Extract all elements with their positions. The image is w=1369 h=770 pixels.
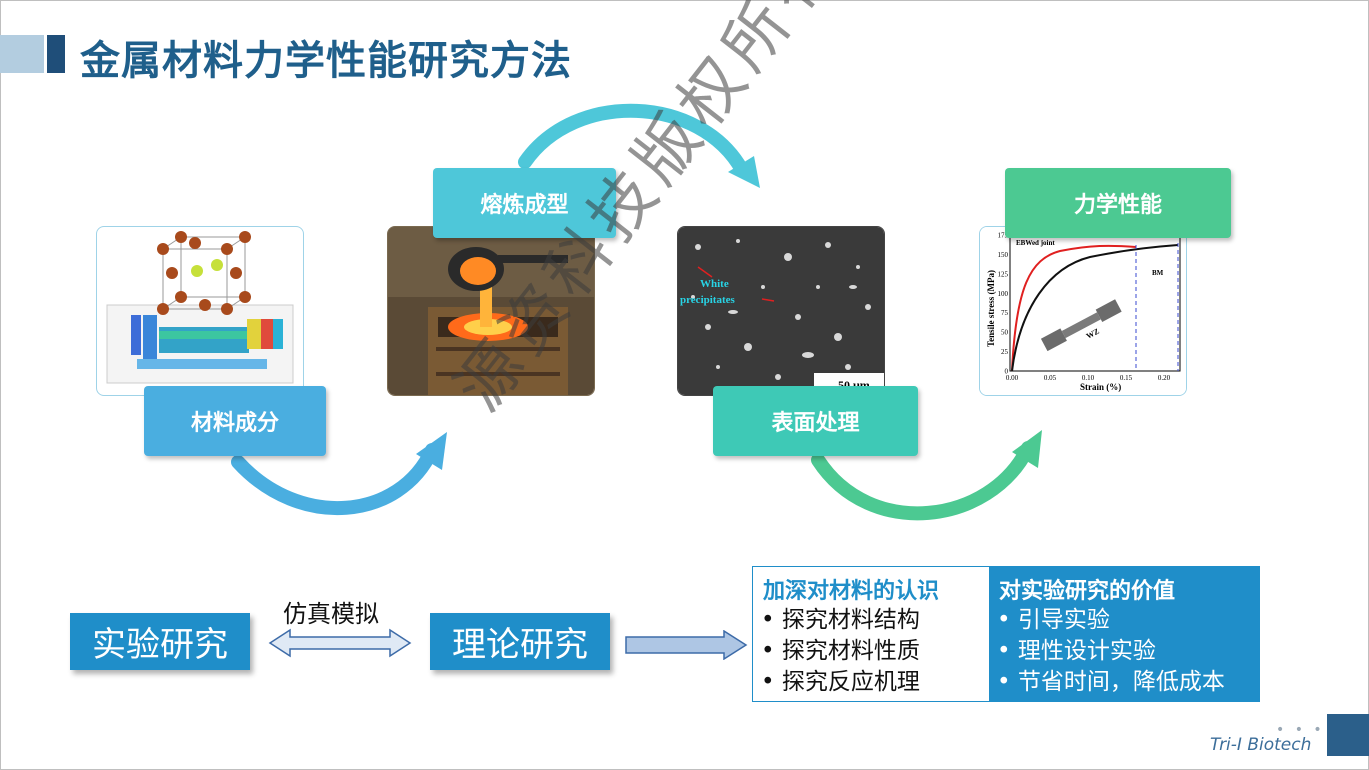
info-right-heading: 对实验研究的价值 (999, 579, 1176, 604)
info-right-list: • 引导实验 • 理性设计实验 • 节省时间，降低成本 (997, 605, 1225, 698)
y-tick-label: 75 (1001, 309, 1009, 317)
list-item: • 探究材料性质 (761, 638, 920, 664)
info-left-heading: 加深对材料的认识 (763, 579, 940, 604)
x-tick-label: 0.20 (1158, 374, 1171, 382)
info-right-panel: 对实验研究的价值 • 引导实验 • 理性设计实验 • 节省时间，降低成本 (989, 567, 1259, 701)
chart-y-ticks: 0 25 50 75 100 125 150 175 (998, 232, 1009, 376)
page-title: 金属材料力学性能研究方法 (80, 38, 572, 84)
info-left-list: • 探究材料结构 • 探究材料性质 • 探究反应机理 (761, 605, 920, 698)
legend-weld: EBWed joint (1016, 239, 1055, 247)
right-arrow-icon (625, 630, 748, 660)
weld-curve (1011, 244, 1137, 372)
simulation-label: 仿真模拟 (283, 600, 379, 628)
stage-label-composition: 材料成分 (144, 386, 326, 456)
specimen-image (1040, 299, 1122, 352)
base-metal-curve (1011, 244, 1179, 372)
info-left-panel: 加深对材料的认识 • 探究材料结构 • 探究材料性质 • 探究反应机理 (753, 567, 989, 701)
stage-label-surface: 表面处理 (713, 386, 918, 456)
corner-decoration (1327, 714, 1369, 756)
experiment-research-box: 实验研究 (70, 613, 250, 670)
title-accent-bar-light (0, 35, 44, 73)
chart-x-ticks: 0.00 0.05 0.10 0.15 0.20 (1006, 374, 1171, 382)
x-tick-label: 0.05 (1044, 374, 1057, 382)
stress-strain-image-card: Tensile stress (MPa) Strain (%) 0 25 50 75 1… (979, 226, 1187, 396)
brand-name: Tri-I Biotech (1210, 735, 1312, 755)
stress-strain-chart-image: Tensile stress (MPa) Strain (%) 0 25 50 75 1… (980, 227, 1186, 395)
legend-base: BM (1152, 269, 1164, 277)
list-item: • 探究反应机理 (761, 669, 920, 695)
title-accent-bar-dark (47, 35, 65, 73)
chart-ylabel: Tensile stress (MPa) (986, 270, 996, 347)
micrograph-annotation-line2: precipitates (680, 294, 736, 306)
list-item: • 探究材料结构 (761, 607, 920, 633)
list-item: • 节省时间，降低成本 (997, 669, 1225, 695)
chart-xlabel: Strain (%) (1080, 382, 1121, 392)
y-tick-label: 25 (1001, 348, 1009, 356)
double-arrow-icon (268, 628, 412, 658)
y-tick-label: 100 (998, 290, 1009, 298)
stage-label-casting: 熔炼成型 (433, 168, 616, 238)
theory-research-box: 理论研究 (430, 613, 610, 670)
molten-metal-casting-image (388, 227, 594, 395)
x-tick-label: 0.00 (1006, 374, 1019, 382)
casting-image-card (387, 226, 595, 396)
more-dots-icon: • • • (1276, 722, 1325, 738)
composition-image-card (96, 226, 304, 396)
sem-micrograph-image: White precipitates 50 μm (678, 227, 884, 395)
periodic-table-crystal-image (106, 231, 294, 384)
list-item: • 引导实验 (997, 607, 1110, 633)
x-tick-label: 0.10 (1082, 374, 1095, 382)
y-tick-label: 150 (998, 251, 1009, 259)
y-tick-label: 175 (998, 232, 1009, 240)
sem-image-card: White precipitates 50 μm (677, 226, 885, 396)
stage-label-mechanical: 力学性能 (1005, 168, 1231, 238)
y-tick-label: 125 (998, 270, 1009, 278)
micrograph-annotation-line1: White (700, 278, 729, 290)
list-item: • 理性设计实验 (997, 638, 1156, 664)
info-box: 加深对材料的认识 • 探究材料结构 • 探究材料性质 • 探究反应机理 对实验研… (752, 566, 1260, 702)
x-tick-label: 0.15 (1120, 374, 1133, 382)
y-tick-label: 0 (1005, 368, 1009, 376)
y-tick-label: 50 (1001, 329, 1009, 337)
